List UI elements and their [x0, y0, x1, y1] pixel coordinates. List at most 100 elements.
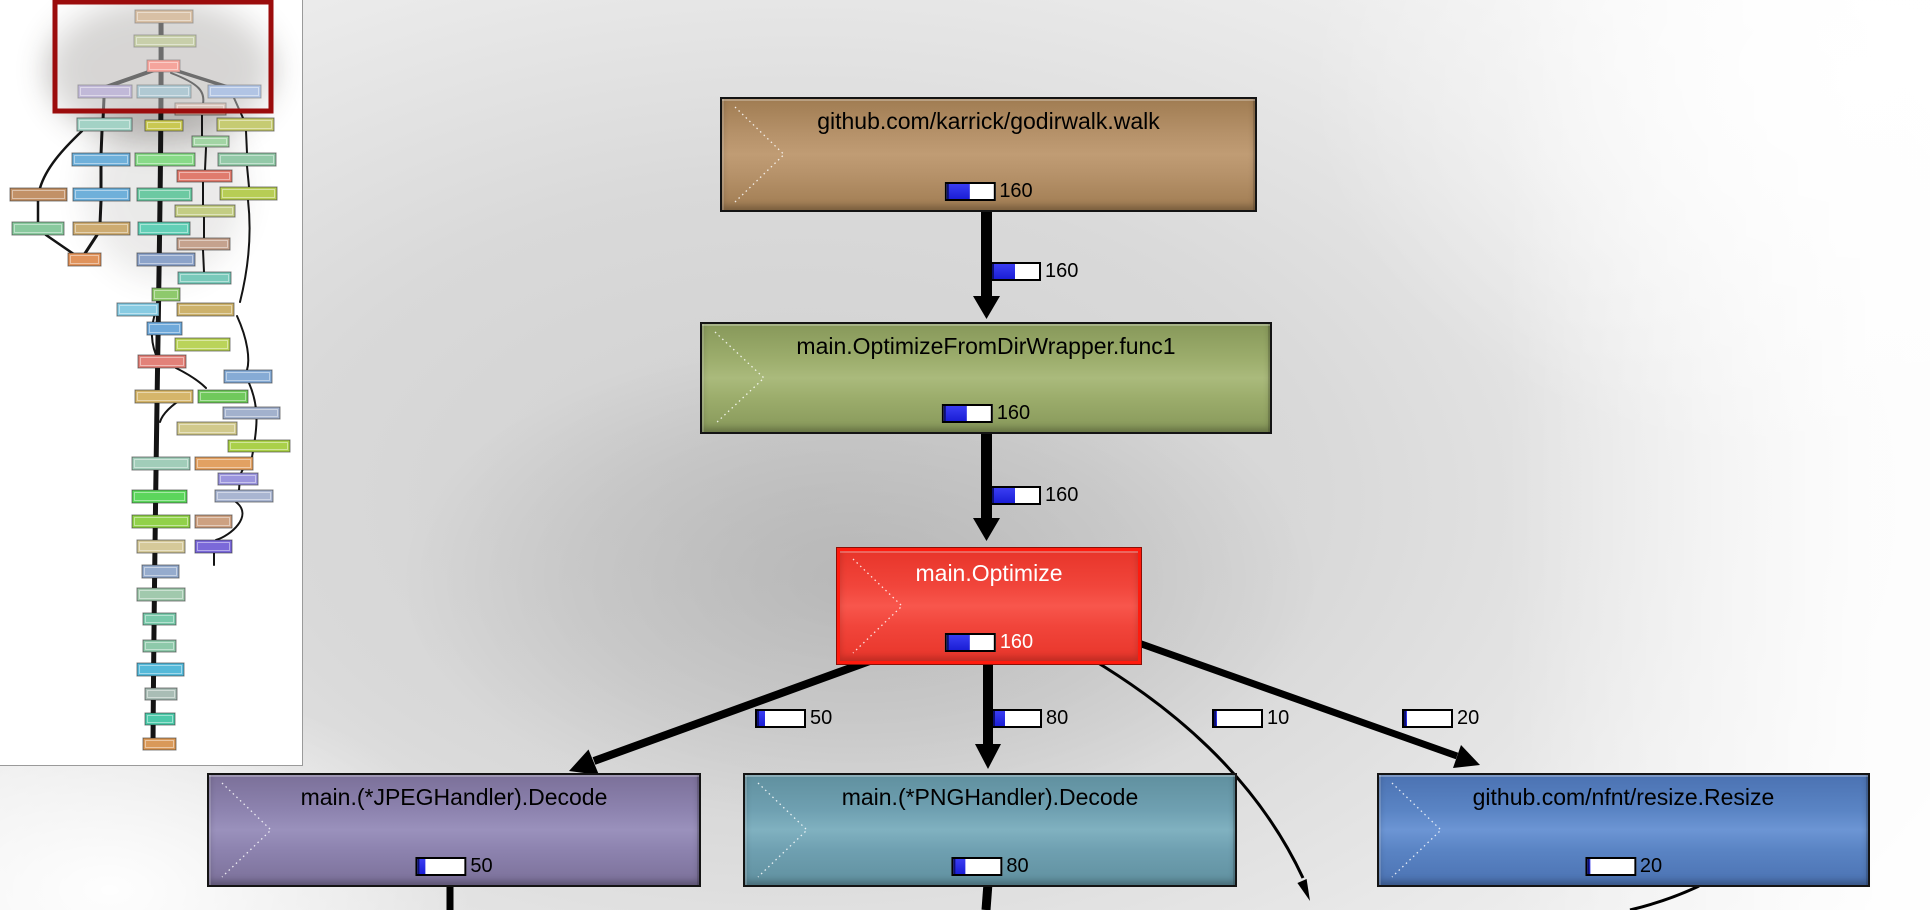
minimap-node: [194, 456, 254, 471]
minimap-node: [194, 514, 233, 529]
minimap-viewport[interactable]: [52, 0, 274, 114]
node-label: github.com/karrick/godirwalk.walk: [817, 108, 1160, 134]
minimap-node: [136, 539, 186, 554]
minimap-node: [174, 204, 236, 218]
edge-png-down[interactable]: [981, 882, 993, 910]
minimap-node: [207, 84, 262, 99]
overview-minimap[interactable]: [0, 0, 303, 766]
minimap-node: [136, 187, 193, 202]
minimap-node: [142, 612, 177, 626]
cost-bar-fill: [946, 184, 970, 199]
edge-label-optimize-jpeg: 50: [755, 707, 833, 729]
cost-bar-fill: [1586, 859, 1590, 874]
node-label: github.com/nfnt/resize.Resize: [1472, 784, 1775, 810]
cost-bar: [990, 486, 1041, 505]
cost-value: 160: [996, 402, 1031, 424]
minimap-node: [223, 369, 273, 384]
minimap-node: [71, 152, 131, 167]
cost-value: 160: [1045, 484, 1079, 506]
minimap-node: [151, 287, 181, 302]
minimap-node: [197, 389, 249, 404]
cost-bar-fill: [943, 406, 967, 421]
edge-label-optimize-other: 10: [1212, 707, 1290, 729]
minimap-node: [116, 302, 160, 317]
minimap-node: [137, 354, 187, 369]
cost-bar: [951, 857, 1003, 876]
edge-optimize-png[interactable]: [975, 658, 1001, 769]
minimap-node: [136, 252, 196, 267]
minimap-node: [142, 639, 177, 653]
minimap-node: [76, 117, 133, 132]
minimap-node: [146, 321, 183, 336]
minimap-node: [144, 687, 178, 701]
cost-value: 80: [1046, 707, 1069, 729]
graph-node-resize[interactable]: github.com/nfnt/resize.Resize 20: [1377, 773, 1870, 887]
minimap-node: [219, 186, 278, 201]
minimap-node: [134, 152, 196, 167]
minimap-node: [194, 539, 233, 554]
cost-bar: [1584, 857, 1636, 876]
cost-bar: [991, 709, 1042, 728]
edge-optimize-other[interactable]: [1089, 656, 1310, 901]
minimap-node: [11, 221, 65, 236]
minimap-node: [136, 662, 185, 677]
edge-resize-down[interactable]: [1629, 884, 1700, 910]
cost-bar-fill: [417, 859, 426, 874]
cost-value: 160: [1045, 260, 1079, 282]
node-label: main.Optimize: [915, 560, 1063, 586]
cost-value: 20: [1457, 707, 1480, 729]
graph-node-godirwalk[interactable]: github.com/karrick/godirwalk.walk 160: [720, 97, 1257, 212]
edge-label-optimize-png: 80: [991, 707, 1069, 729]
minimap-node: [77, 84, 133, 99]
cost-bar: [1212, 709, 1263, 728]
minimap-node: [9, 187, 68, 202]
minimap-node: [174, 337, 231, 352]
edge-label-func1-optimize: 160: [990, 484, 1079, 506]
cost-bar: [944, 182, 996, 201]
minimap-node: [144, 712, 176, 726]
cost-bar-fill: [992, 488, 1015, 503]
cost-value: 20: [1639, 855, 1663, 877]
minimap-node: [227, 439, 291, 453]
minimap-node: [134, 9, 194, 24]
cost-bar-fill: [953, 859, 966, 874]
graph-node-png[interactable]: main.(*PNGHandler).Decode 80: [743, 773, 1237, 887]
edge-optimize-jpeg[interactable]: [569, 654, 880, 775]
edge-walk-func1[interactable]: [973, 208, 1000, 319]
minimap-node: [217, 472, 259, 486]
cost-value: 80: [1006, 855, 1029, 877]
minimap-node: [191, 135, 230, 148]
minimap-node: [72, 221, 131, 236]
cost-value: 10: [1267, 707, 1290, 729]
cost-bar-fill: [992, 264, 1015, 279]
cost-value: 50: [810, 707, 833, 729]
cost-bar-fill: [757, 711, 765, 726]
cost-value: 50: [470, 855, 493, 877]
cost-bar-fill: [993, 711, 1005, 726]
cost-bar: [415, 857, 467, 876]
minimap-node: [142, 737, 177, 751]
minimap-node: [216, 117, 275, 132]
cost-bar-fill: [946, 635, 970, 650]
minimap-node: [136, 587, 186, 602]
cost-bar: [755, 709, 806, 728]
cost-bar-fill: [1214, 711, 1217, 726]
edge-optimize-resize[interactable]: [1131, 637, 1480, 768]
minimap-node: [141, 564, 180, 579]
minimap-node: [176, 421, 238, 436]
minimap-node: [144, 119, 184, 132]
edge-label-optimize-resize: 20: [1402, 707, 1480, 729]
cost-value: 160: [999, 180, 1033, 202]
minimap-node: [222, 406, 281, 420]
minimap-node: [136, 84, 192, 99]
minimap-svg: [9, 0, 291, 751]
node-label: main.(*PNGHandler).Decode: [841, 784, 1139, 810]
minimap-node: [176, 302, 235, 317]
edge-func1-optimize[interactable]: [973, 430, 1000, 541]
minimap-node: [131, 489, 188, 504]
